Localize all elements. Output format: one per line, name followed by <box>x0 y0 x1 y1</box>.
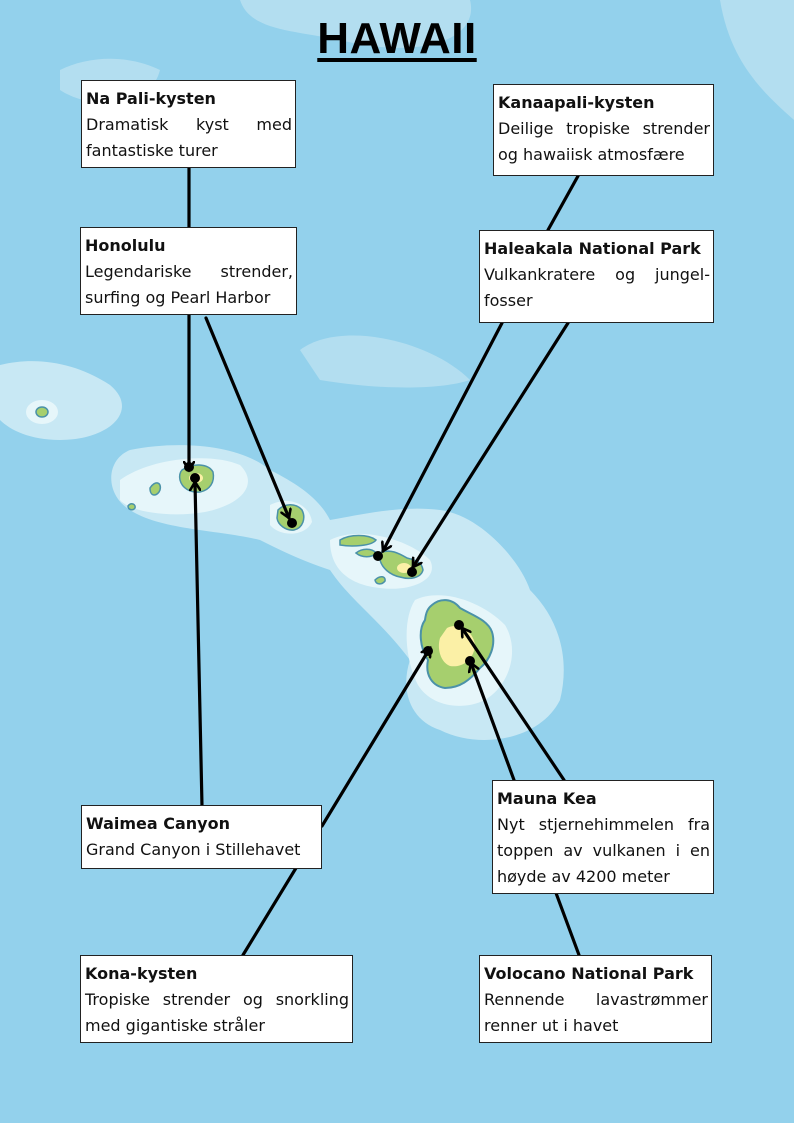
place-description: Deilige tropiske strender og hawaiisk at… <box>498 119 710 164</box>
connector-haleakala-maui-east <box>411 321 570 567</box>
dot-volcano <box>465 656 475 666</box>
place-name: Honolulu <box>85 236 166 255</box>
dot-molokai <box>287 518 297 528</box>
place-description: Grand Canyon i Stillehavet <box>86 840 301 859</box>
connector-mauna-kea-north <box>460 628 566 782</box>
place-name: Waimea Canyon <box>86 814 230 833</box>
place-description: Vulkankratere og jungel-fosser <box>484 265 710 310</box>
place-description: Tropiske strender og snorkling med gigan… <box>85 990 349 1035</box>
place-description: Rennende lavastrømmer renner ut i havet <box>484 990 708 1035</box>
info-box-kona: Kona-kysten Tropiske strender og snorkli… <box>80 955 353 1043</box>
dot-honolulu-a <box>184 462 194 472</box>
place-name: Volocano National Park <box>484 964 694 983</box>
connector-kona-bigisland <box>320 648 432 828</box>
info-box-kanaapali: Kanaapali-kysten Deilige tropiske strend… <box>493 84 714 176</box>
connector-mauna-kea-volcano <box>554 891 581 957</box>
connector-waimea-kauai <box>195 482 204 808</box>
info-box-waimea: Waimea Canyon Grand Canyon i Stillehavet <box>81 805 322 869</box>
dot-kona <box>423 646 433 656</box>
info-box-volcano: Volocano National Park Rennende lavastrø… <box>479 955 712 1043</box>
place-name: Haleakala National Park <box>484 239 701 258</box>
connectors <box>189 166 581 957</box>
dot-maui-west <box>373 551 383 561</box>
info-box-haleakala: Haleakala National Park Vulkankratere og… <box>479 230 714 323</box>
info-box-mauna-kea: Mauna Kea Nyt stjernehimmelen fra toppen… <box>492 780 714 894</box>
dot-honolulu-b <box>190 473 200 483</box>
place-description: Legendariske strender, surfing og Pearl … <box>85 262 293 307</box>
kauai-island <box>149 482 162 496</box>
connector-honolulu-molokai <box>204 316 289 518</box>
place-name: Mauna Kea <box>497 789 597 808</box>
location-dots <box>184 462 475 666</box>
place-name: Kanaapali-kysten <box>498 93 655 112</box>
page-title: HAWAII <box>317 14 477 63</box>
dot-mauna-kea <box>454 620 464 630</box>
dot-maui-east <box>407 567 417 577</box>
info-box-honolulu: Honolulu Legendariske strender, surfing … <box>80 227 297 315</box>
place-name: Kona-kysten <box>85 964 198 983</box>
connector-mauna-kea-south <box>471 663 516 782</box>
info-box-na-pali: Na Pali-kysten Dramatisk kyst med fantas… <box>81 80 296 168</box>
connector-haleakala-maui-west <box>383 321 504 551</box>
lanai-island <box>354 548 377 558</box>
place-description: Nyt stjernehimmelen fra toppen av vulkan… <box>497 815 710 886</box>
connector-kona-waimea-segment <box>241 866 298 957</box>
niihau-island <box>35 406 49 418</box>
place-description: Dramatisk kyst med fantastiske turer <box>86 115 292 160</box>
connector-kanaapali-haleakala <box>546 174 580 232</box>
place-name: Na Pali-kysten <box>86 89 216 108</box>
